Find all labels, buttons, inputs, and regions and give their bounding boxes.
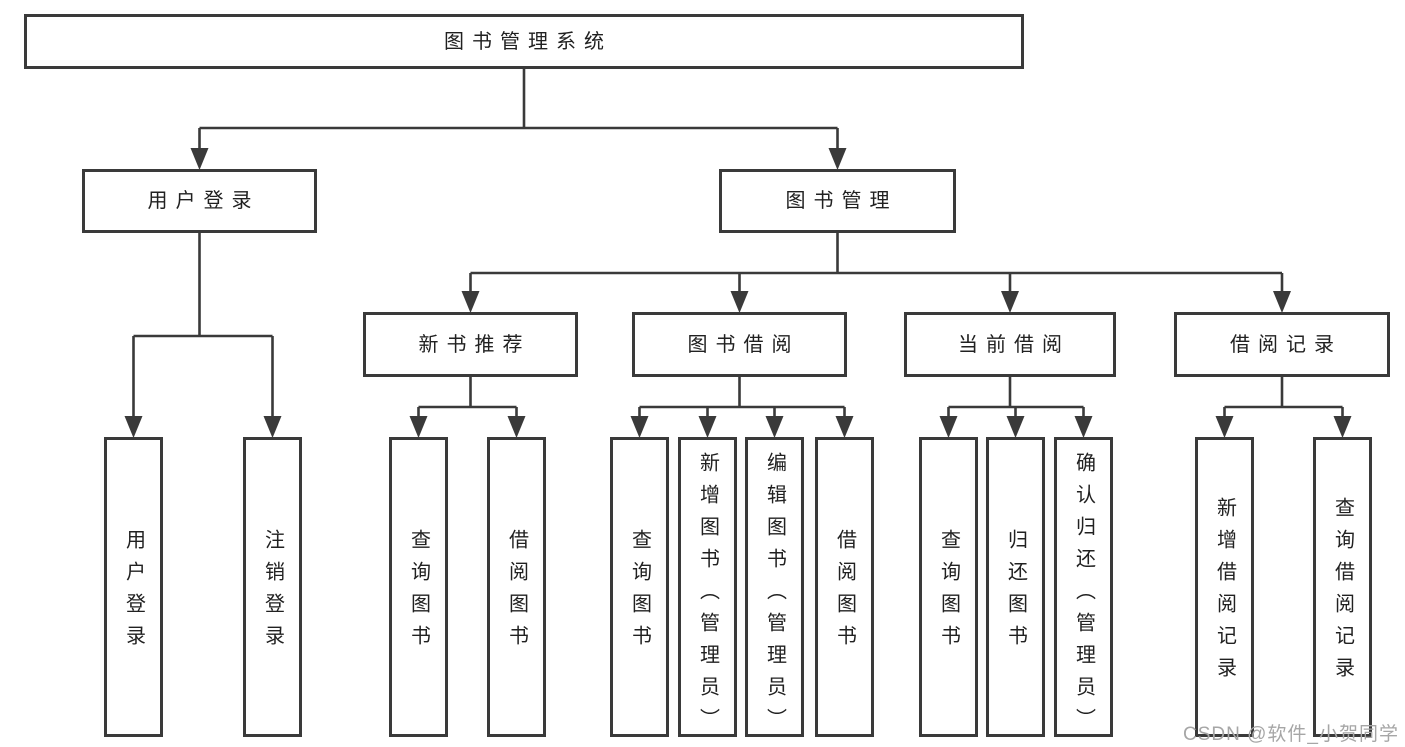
node-label: 借阅记录: [1230, 333, 1342, 356]
leaf-label: 查询图书: [628, 529, 651, 657]
node-label: 图书借阅: [687, 333, 800, 356]
edge-new-book-children: [409, 377, 526, 438]
node-new-book-recommendation: 新书推荐: [363, 312, 578, 377]
node-book-borrowing: 图书借阅: [632, 312, 847, 377]
leaf-label: 查询图书: [407, 529, 430, 657]
edge-current-borrow-children: [939, 377, 1093, 438]
edge-book-management-children: [461, 233, 1291, 313]
leaf-query-books-current: 查询图书: [919, 437, 978, 737]
leaf-add-books-admin: 新增图书（管理员）: [678, 437, 737, 740]
node-current-borrowing: 当前借阅: [904, 312, 1116, 377]
edge-borrow-records-children: [1215, 377, 1352, 438]
leaf-label: 查询图书: [937, 529, 960, 657]
leaf-user-login: 用户登录: [104, 437, 163, 737]
leaf-label: 借阅图书: [833, 529, 856, 657]
node-library-management-system: 图书管理系统: [24, 14, 1024, 69]
leaf-query-books-borrowing: 查询图书: [610, 437, 669, 737]
node-label: 图书管理系统: [444, 30, 612, 53]
leaf-query-books-recommend: 查询图书: [389, 437, 448, 737]
leaf-label: 借阅图书: [505, 529, 528, 657]
edge-book-borrow-children: [630, 377, 854, 438]
leaf-borrow-books-borrowing: 借阅图书: [815, 437, 874, 737]
leaf-label: 查询借阅记录: [1331, 497, 1354, 689]
leaf-confirm-return-admin: 确认归还（管理员）: [1054, 437, 1113, 740]
edge-root-to-level2: [190, 69, 847, 170]
leaf-add-borrow-record: 新增借阅记录: [1195, 437, 1254, 737]
node-label: 用户登录: [147, 190, 260, 212]
node-label: 图书管理: [785, 190, 898, 212]
leaf-label: 确认归还（管理员）: [1072, 452, 1095, 740]
node-label: 新书推荐: [418, 333, 531, 356]
leaf-label: 编辑图书（管理员）: [763, 452, 786, 740]
leaf-label: 新增借阅记录: [1213, 497, 1236, 689]
leaf-edit-books-admin: 编辑图书（管理员）: [745, 437, 804, 740]
leaf-label: 用户登录: [122, 529, 145, 657]
leaf-label: 注销登录: [261, 529, 284, 657]
edge-user-login-children: [124, 233, 282, 438]
node-user-login: 用户登录: [82, 169, 317, 233]
watermark: CSDN @软件_小贺同学: [1183, 724, 1399, 745]
leaf-query-borrow-record: 查询借阅记录: [1313, 437, 1372, 737]
node-borrowing-records: 借阅记录: [1174, 312, 1390, 377]
node-book-management: 图书管理: [719, 169, 956, 233]
leaf-return-books: 归还图书: [986, 437, 1045, 737]
leaf-label: 新增图书（管理员）: [696, 452, 719, 740]
node-label: 当前借阅: [958, 333, 1070, 356]
leaf-label: 归还图书: [1004, 529, 1027, 657]
leaf-borrow-books-recommend: 借阅图书: [487, 437, 546, 737]
leaf-logout: 注销登录: [243, 437, 302, 737]
